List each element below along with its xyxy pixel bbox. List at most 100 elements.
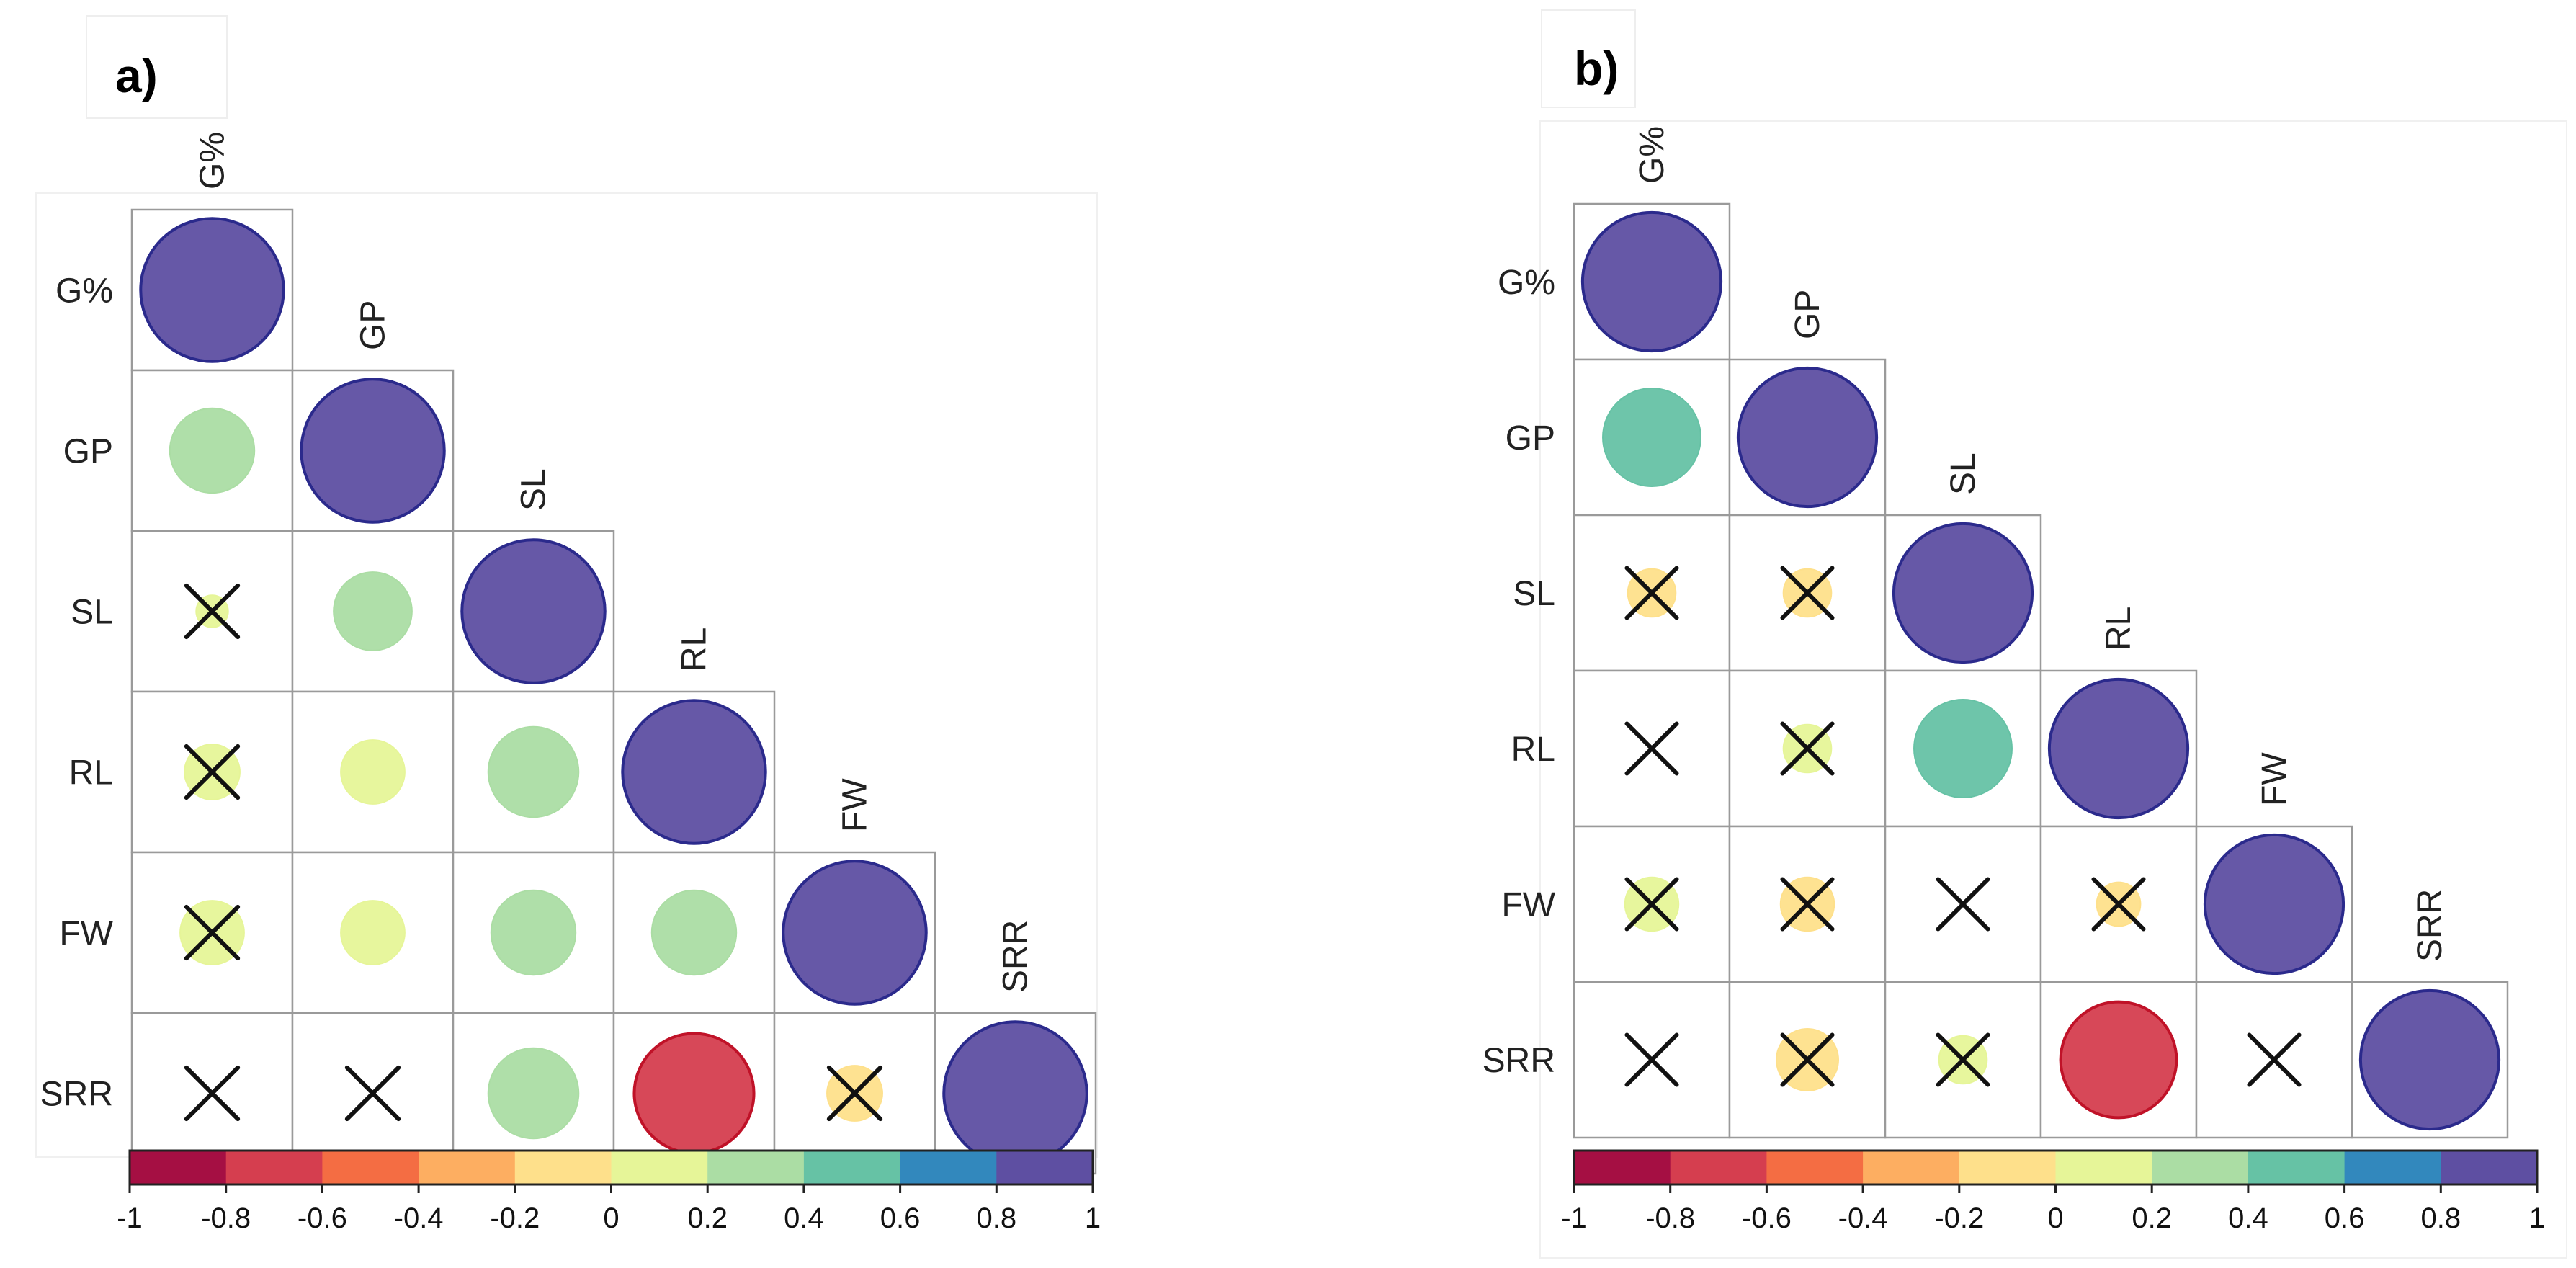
colorbar-segment [900, 1151, 997, 1184]
colorbar-tick-label: -1 [1561, 1202, 1587, 1234]
colorbar-tick-label: 0 [603, 1202, 619, 1234]
colorbar-tick-label: -0.2 [490, 1202, 540, 1234]
correlation-circle [2059, 1000, 2178, 1120]
correlation-circle [340, 739, 406, 805]
nonsignificant-cross [1780, 1032, 1835, 1087]
colorbar-segment [2248, 1151, 2345, 1184]
colorbar-segment [225, 1151, 323, 1184]
correlation-circle [1913, 699, 2013, 798]
row-label-gp: GP [63, 433, 113, 471]
colorbar-tick-label: -0.8 [1645, 1202, 1695, 1234]
nonsignificant-cross [2091, 877, 2146, 932]
colorbar-tick-label: 0.2 [2132, 1202, 2172, 1234]
row-label-rl: RL [69, 754, 113, 792]
correlation-circle [300, 378, 446, 524]
correlation-circle [2047, 677, 2190, 820]
panel-frame [1539, 120, 2567, 1259]
row-label-gpct: G% [1498, 264, 1555, 302]
column-label-srr: SRR [997, 920, 1035, 993]
correlation-circle [169, 407, 256, 494]
colorbar-segment [322, 1151, 419, 1184]
colorbar-tick-label: 0.6 [2325, 1202, 2365, 1234]
colorbar-tick-label: 0.6 [880, 1202, 921, 1234]
colorbar-segment [2441, 1151, 2538, 1184]
colorbar-tick-label: -0.4 [1838, 1202, 1888, 1234]
panel-label: b) [1574, 42, 1619, 95]
correlation-circle [2358, 988, 2501, 1131]
correlation-circle [942, 1020, 1088, 1166]
nonsignificant-cross [184, 904, 241, 961]
colorbar-tick-label: -0.4 [394, 1202, 444, 1234]
column-label-gpct: G% [194, 132, 232, 189]
nonsignificant-cross [1780, 721, 1835, 776]
nonsignificant-cross [184, 744, 241, 800]
colorbar-tick-label: 0.8 [976, 1202, 1016, 1234]
colorbar-tick-label: -0.6 [1742, 1202, 1792, 1234]
correlation-circle [1736, 366, 1879, 509]
colorbar-segment [996, 1151, 1094, 1184]
row-label-srr: SRR [1482, 1042, 1555, 1080]
column-label-gp: GP [354, 300, 393, 350]
nonsignificant-cross [826, 1065, 883, 1122]
column-label-rl: RL [2100, 607, 2138, 651]
correlation-circle [460, 538, 607, 684]
nonsignificant-cross [1780, 566, 1835, 620]
colorbar-segment [419, 1151, 516, 1184]
colorbar-segment [2152, 1151, 2249, 1184]
row-label-gp: GP [1506, 419, 1555, 457]
colorbar-segment [2055, 1151, 2152, 1184]
panel-label-box [86, 15, 228, 119]
colorbar-tick-label: 0.4 [784, 1202, 824, 1234]
nonsignificant-cross [1624, 1032, 1679, 1087]
panel-label-box [1541, 9, 1636, 108]
row-label-rl: RL [1511, 731, 1555, 769]
row-label-srr: SRR [40, 1076, 113, 1114]
colorbar-segment [1574, 1151, 1671, 1184]
colorbar-segment [2344, 1151, 2441, 1184]
colorbar-tick-label: -0.2 [1934, 1202, 1984, 1234]
colorbar-segment [611, 1151, 708, 1184]
matrix-cell [2039, 825, 2198, 983]
column-label-rl: RL [676, 628, 714, 671]
nonsignificant-cross [1780, 877, 1835, 932]
correlation-circle [487, 725, 580, 818]
correlation-circle [632, 1032, 756, 1155]
row-label-fw: FW [1501, 886, 1555, 924]
correlation-circle [333, 571, 413, 651]
correlation-circle [782, 860, 928, 1006]
colorbar-segment [514, 1151, 612, 1184]
column-label-fw: FW [836, 778, 875, 832]
colorbar-segment [1766, 1151, 1864, 1184]
colorbar-segment [1670, 1151, 1767, 1184]
colorbar-tick-label: -0.8 [201, 1202, 251, 1234]
nonsignificant-cross [1936, 877, 1990, 932]
correlation-circle [1602, 388, 1701, 487]
colorbar-segment [1863, 1151, 1960, 1184]
column-label-srr: SRR [2411, 889, 2449, 962]
correlation-circle [490, 889, 577, 976]
row-label-gpct: G% [55, 272, 113, 311]
nonsignificant-cross [1936, 1032, 1990, 1087]
column-label-sl: SL [1944, 452, 1982, 495]
colorbar-segment [707, 1151, 805, 1184]
panel-a: a)G%G%GPGPSLSLRLRLFWFWSRRSRR-1-0.8-0.6-0… [35, 15, 1101, 1234]
nonsignificant-cross [184, 1065, 241, 1122]
colorbar-tick-label: 0 [2047, 1202, 2063, 1234]
nonsignificant-cross [1624, 877, 1679, 932]
nonsignificant-cross [1624, 721, 1679, 776]
column-label-gp: GP [1789, 290, 1827, 339]
column-label-sl: SL [515, 468, 553, 511]
correlation-circle [139, 217, 285, 363]
correlation-circle [621, 699, 767, 845]
panel-b: b)G%G%GPGPSLSLRLRLFWFWSRRSRR-1-0.8-0.6-0… [1482, 9, 2567, 1259]
correlation-circle [340, 900, 406, 965]
matrix-cell [1728, 981, 1887, 1139]
colorbar-tick-label: 1 [1085, 1202, 1101, 1234]
colorbar-tick-label: 0.8 [2420, 1202, 2461, 1234]
colorbar-segment [130, 1151, 227, 1184]
colorbar-tick-label: -1 [117, 1202, 143, 1234]
colorbar-tick-label: 0.4 [2228, 1202, 2268, 1234]
panel-label: a) [115, 49, 158, 102]
correlation-circle [650, 889, 738, 976]
